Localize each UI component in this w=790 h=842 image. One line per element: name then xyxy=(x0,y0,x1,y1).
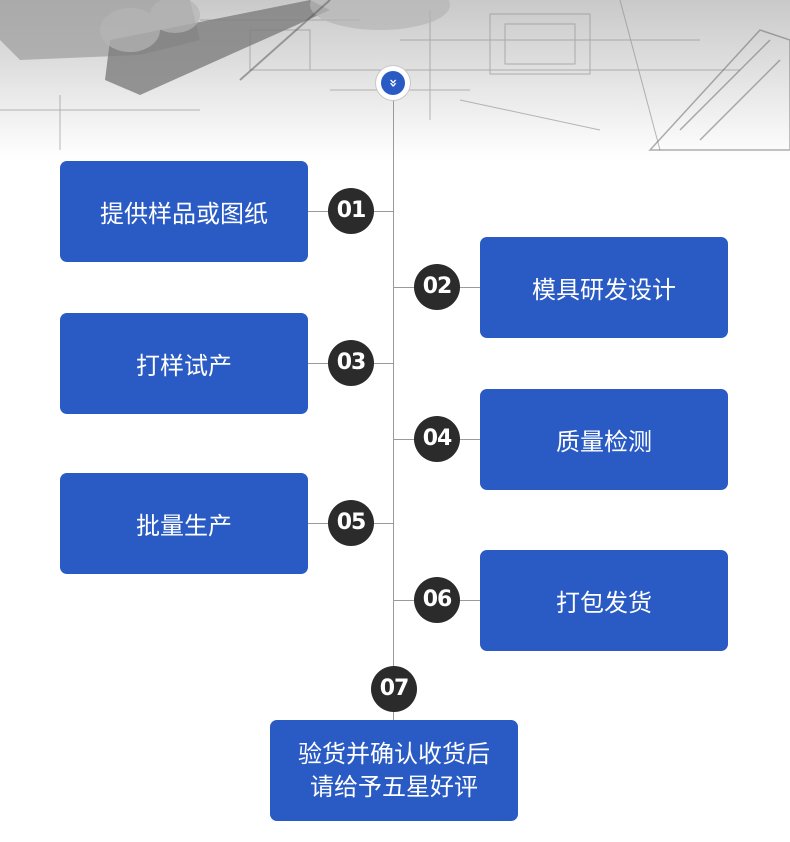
step-label: 打样试产 xyxy=(136,352,232,380)
step-number-badge: 03 xyxy=(328,340,374,386)
timeline-start-marker: » xyxy=(376,66,410,100)
step-number-badge: 04 xyxy=(414,416,460,462)
step-number-badge: 01 xyxy=(328,188,374,234)
step-label: 提供样品或图纸 xyxy=(100,200,268,228)
step-box-02: 模具研发设计 xyxy=(480,237,728,338)
blueprint-header-image xyxy=(0,0,790,160)
step-label: 批量生产 xyxy=(136,512,232,540)
step-label: 打包发货 xyxy=(556,589,652,617)
step-number-badge: 06 xyxy=(414,577,460,623)
double-chevron-down-icon: » xyxy=(381,71,405,95)
step-box-01: 提供样品或图纸 xyxy=(60,161,308,262)
step-box-07: 验货并确认收货后 请给予五星好评 xyxy=(270,720,518,821)
step-label: 质量检测 xyxy=(556,428,652,456)
step-box-06: 打包发货 xyxy=(480,550,728,651)
step-label-line-1: 验货并确认收货后 xyxy=(298,739,490,768)
step-box-05: 批量生产 xyxy=(60,473,308,574)
step-label: 模具研发设计 xyxy=(532,276,676,304)
timeline-line xyxy=(393,84,394,720)
step-box-03: 打样试产 xyxy=(60,313,308,414)
step-label-line-2: 请给予五星好评 xyxy=(310,772,478,801)
step-number-badge: 07 xyxy=(371,666,417,712)
step-number-badge: 05 xyxy=(328,500,374,546)
step-number-badge: 02 xyxy=(414,264,460,310)
step-box-04: 质量检测 xyxy=(480,389,728,490)
